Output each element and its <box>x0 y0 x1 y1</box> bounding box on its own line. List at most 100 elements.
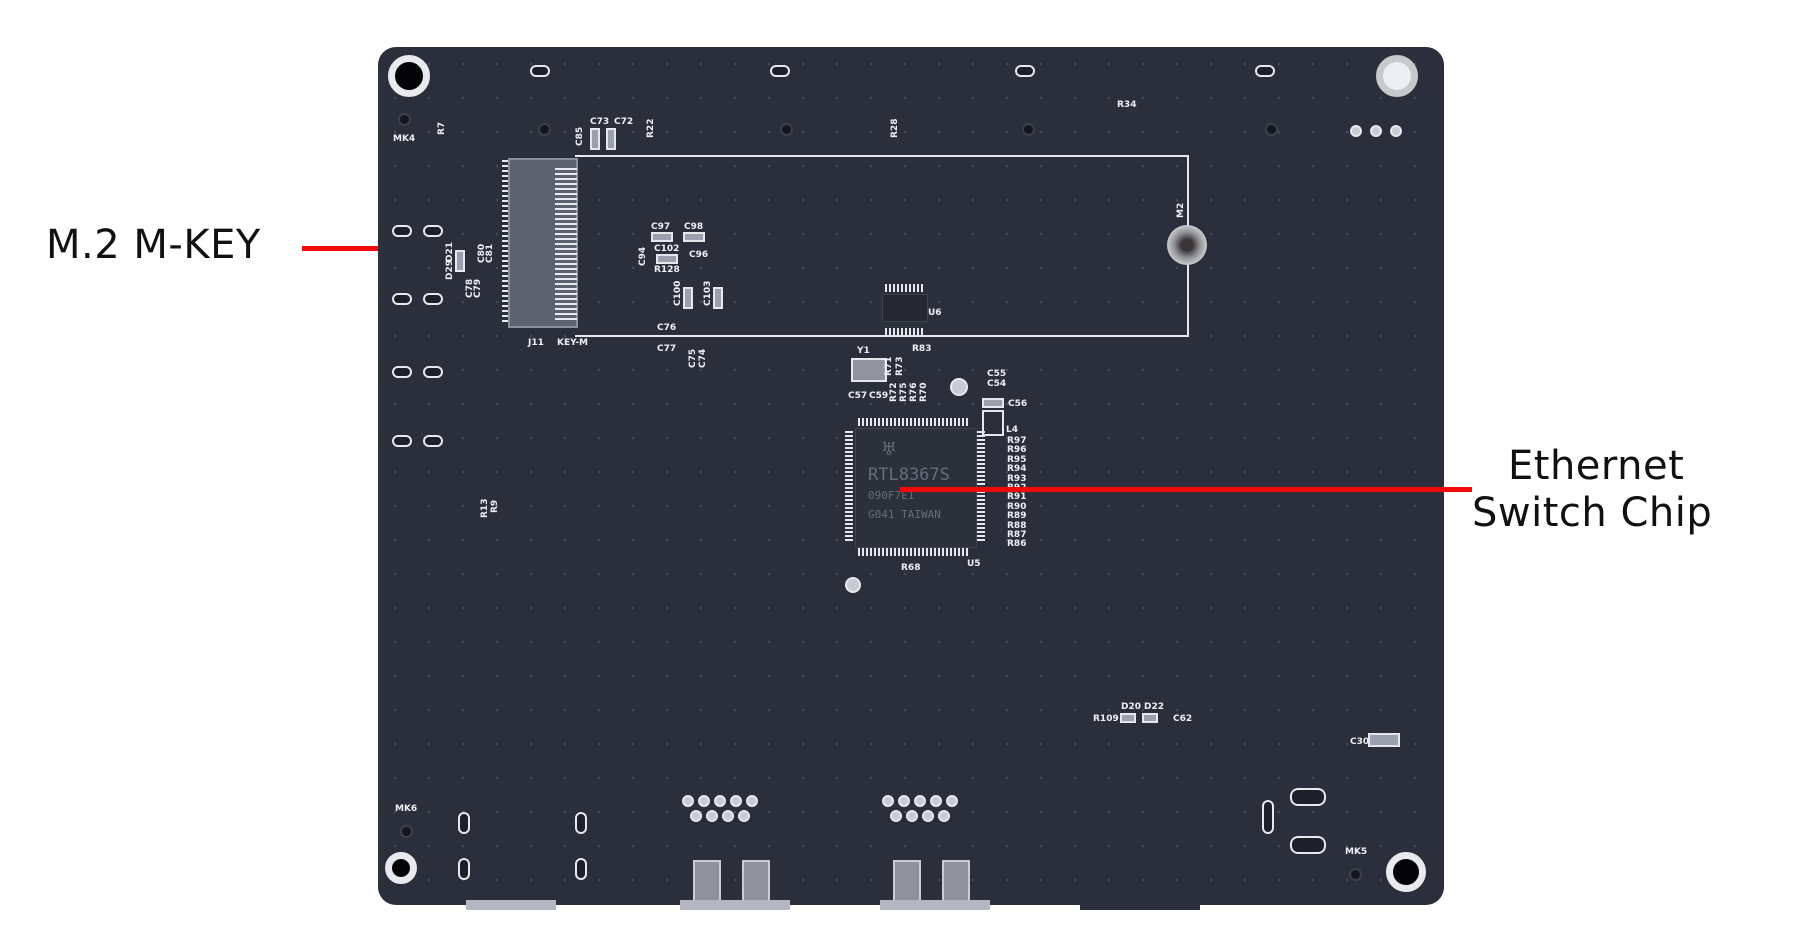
top-slot-4 <box>1255 65 1275 77</box>
chip-pins-bottom <box>858 548 970 556</box>
r86-label: R86 <box>1007 539 1027 550</box>
left-slot-4b <box>423 435 443 447</box>
ethernet-switch-label-line1: Ethernet <box>1508 443 1685 489</box>
pad <box>922 810 934 822</box>
c57-label: C57 <box>848 391 868 401</box>
ethernet-switch-label-line2: Switch Chip <box>1472 490 1713 536</box>
r9-label: R9 <box>490 499 500 513</box>
left-slot-1b <box>423 225 443 237</box>
usb-port-1b <box>742 860 770 904</box>
c74-label: C74 <box>698 348 708 368</box>
m2-standoff-screw <box>1167 225 1207 265</box>
pad <box>706 810 718 822</box>
cap-c56 <box>982 398 1004 408</box>
ethernet-jack-pads-2 <box>882 795 992 825</box>
cap-c73 <box>590 128 600 150</box>
c59-label: C59 <box>869 391 889 401</box>
top-slot-1 <box>530 65 550 77</box>
mk4-label: MK4 <box>393 134 416 144</box>
pad <box>722 810 734 822</box>
r76-label: R76 <box>909 382 919 402</box>
r128-label: R128 <box>654 265 680 275</box>
c75-label: C75 <box>688 348 698 368</box>
pad <box>730 795 742 807</box>
r70-label: R70 <box>919 382 929 402</box>
chip-model-text: RTL8367S <box>868 465 950 485</box>
inductor-l4 <box>982 410 1004 436</box>
r28-label: R28 <box>890 118 900 138</box>
d20-label: D20 <box>1121 702 1141 712</box>
cap-c30 <box>1368 733 1400 747</box>
r73-label: R73 <box>895 356 905 376</box>
left-slot-2a <box>392 293 412 305</box>
ethernet-callout-line <box>900 487 1472 492</box>
c103-label: C103 <box>703 280 713 306</box>
pad <box>930 795 942 807</box>
r109-label: R109 <box>1093 714 1119 724</box>
led-d20 <box>1120 713 1136 723</box>
r34-label: R34 <box>1117 100 1137 110</box>
pad <box>714 795 726 807</box>
y1-label: Y1 <box>857 346 870 356</box>
pad <box>914 795 926 807</box>
mk5-marker <box>1349 868 1362 881</box>
c54-label: C54 <box>987 379 1007 389</box>
left-slot-3b <box>423 366 443 378</box>
pad <box>946 795 958 807</box>
c76-label: C76 <box>657 323 677 333</box>
u6-eeprom-chip <box>882 294 928 322</box>
edge-connector-2 <box>680 900 790 910</box>
via-top-1 <box>538 123 551 136</box>
cap-c103 <box>713 287 723 309</box>
usb-port-2b <box>942 860 970 904</box>
mk6-label: MK6 <box>395 804 418 814</box>
r93-label: R93 <box>1007 473 1027 484</box>
r89-label: R89 <box>1007 511 1027 522</box>
edge-connector-3 <box>880 900 990 910</box>
pad <box>682 795 694 807</box>
pad <box>882 795 894 807</box>
r91-label: R91 <box>1007 492 1027 503</box>
power-jack-slot-1 <box>1290 788 1326 806</box>
c77-label: C77 <box>657 344 677 354</box>
pcb-board <box>378 47 1444 905</box>
c30-label: C30 <box>1350 737 1370 747</box>
mk5-label: MK5 <box>1345 847 1368 857</box>
c94-label: C94 <box>638 246 648 266</box>
pad-right-3 <box>1390 125 1402 137</box>
r71-label: R71 <box>884 356 894 376</box>
pad <box>746 795 758 807</box>
chip-pins-left <box>845 431 853 543</box>
c72-label: C72 <box>614 117 634 127</box>
cap-c97 <box>651 232 673 242</box>
bottom-slot-4 <box>575 858 587 880</box>
pad <box>890 810 902 822</box>
mounting-hole-top-left <box>388 55 430 97</box>
fiducial-mark <box>950 378 968 396</box>
r97-label: R97 <box>1007 436 1027 446</box>
top-slot-2 <box>770 65 790 77</box>
u6-label: U6 <box>928 308 942 318</box>
power-jack-slot-2 <box>1262 800 1274 834</box>
m2-label: M2 <box>1176 202 1186 218</box>
r95-label: R95 <box>1007 454 1027 465</box>
ethernet-jack-pads-1 <box>682 795 792 825</box>
u6-pins-top <box>885 284 923 292</box>
top-slot-3 <box>1015 65 1035 77</box>
r7-label: R7 <box>437 121 447 135</box>
mounting-hole-bottom-left <box>385 852 417 884</box>
pad-right-2 <box>1370 125 1382 137</box>
mounting-hole-top-right <box>1376 55 1418 97</box>
realtek-logo-icon: ♅ <box>880 439 898 460</box>
power-jack-slot-3 <box>1290 836 1326 854</box>
edge-connector-4 <box>1080 900 1200 910</box>
cap-c72 <box>606 128 616 150</box>
c55-label: C55 <box>987 369 1007 379</box>
c100-label: C100 <box>673 280 683 306</box>
u5-label: U5 <box>967 559 981 569</box>
pad <box>698 795 710 807</box>
bottom-slot-3 <box>458 858 470 880</box>
left-slot-3a <box>392 366 412 378</box>
c79-label: C79 <box>473 278 483 298</box>
r88-label: R88 <box>1007 520 1027 531</box>
